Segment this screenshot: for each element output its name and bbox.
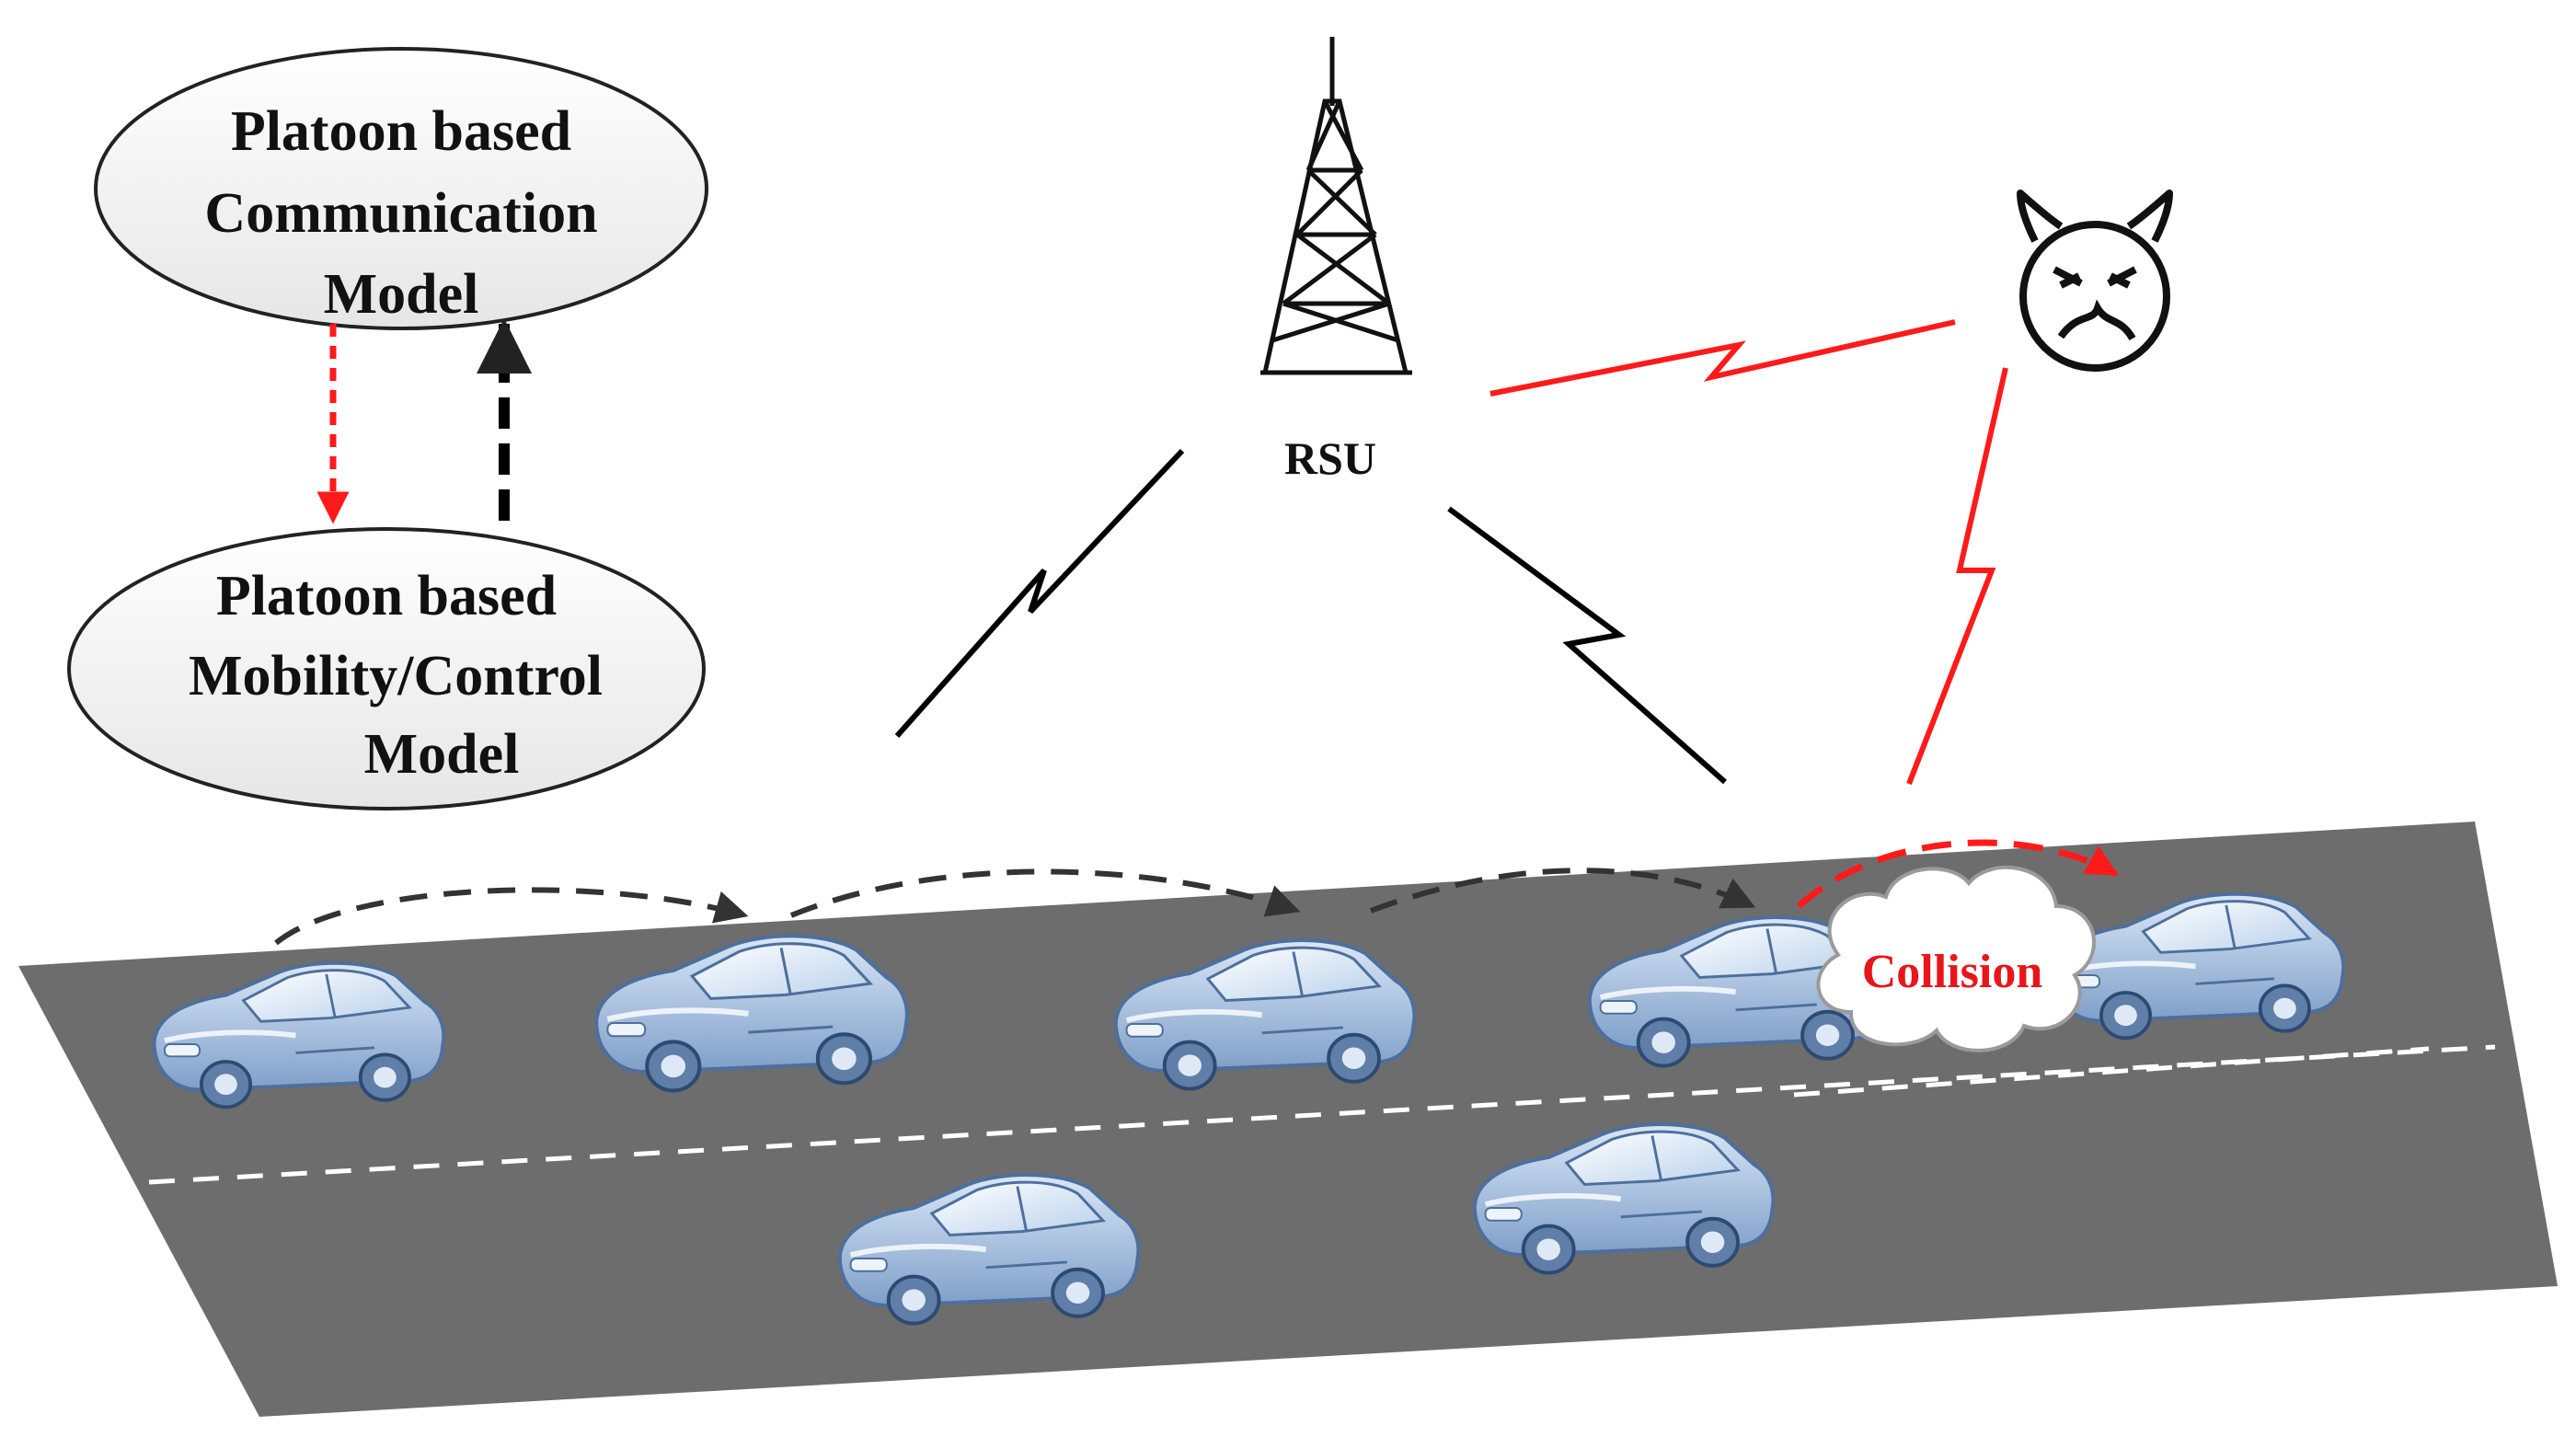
collision-cloud: Collision xyxy=(1816,865,2097,1052)
rsu-link-left xyxy=(894,448,1185,738)
communication-model-label: Model xyxy=(324,263,479,326)
mobility-model-label: Platoon based xyxy=(216,565,557,627)
communication-model: Platoon based Communication Model xyxy=(94,47,708,330)
rsu-label: RSU xyxy=(1284,432,1376,484)
lane-divider xyxy=(1793,1046,2430,1098)
attack-link-vehicle xyxy=(1906,367,2008,786)
rsu-tower-icon xyxy=(1260,37,1412,375)
mobility-model: Platoon based Mobility/Control Model xyxy=(67,527,706,810)
v2v-arrow xyxy=(274,887,749,946)
mobility-model-label: Mobility/Control xyxy=(189,645,603,707)
rsu-link-right xyxy=(1447,506,1727,785)
mobility-model-label: Model xyxy=(364,723,520,786)
v2v-arrow xyxy=(1369,868,1756,914)
v2v-arrow xyxy=(789,868,1301,918)
communication-model-label: Platoon based xyxy=(231,100,571,163)
attack-v2v-arrow xyxy=(1796,839,2120,909)
devil-face-icon xyxy=(2017,190,2173,372)
lane-divider xyxy=(148,1044,2496,1185)
collision-label: Collision xyxy=(1862,946,2043,998)
attack-link-rsu xyxy=(1489,319,1956,397)
communication-model-label: Communication xyxy=(204,182,597,245)
